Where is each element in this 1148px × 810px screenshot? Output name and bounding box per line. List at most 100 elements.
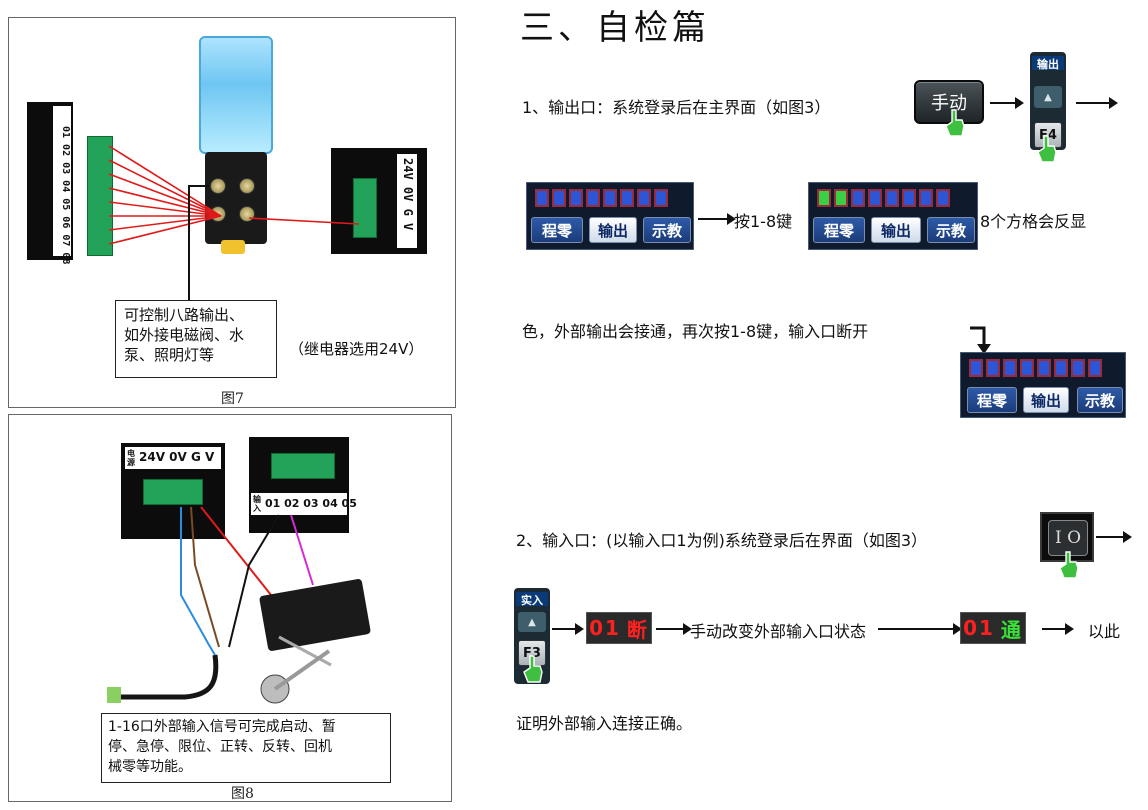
input-note-line-3: 械零等功能。 <box>108 759 192 775</box>
relay-screw-1 <box>210 178 226 194</box>
step1-text: 1、输出口：系统登录后在主界面（如图3） <box>522 98 831 117</box>
output-panel-final: 程零 输出 示教 <box>960 352 1126 418</box>
sensor-wiring <box>107 506 371 704</box>
pointer-hand-icon <box>945 109 965 137</box>
bend-arrow-icon <box>970 326 991 354</box>
step2-arrow-4 <box>878 623 962 635</box>
output-cell-2 <box>552 189 566 207</box>
figure-8-caption: 图8 <box>231 786 254 802</box>
relay-base <box>205 152 267 244</box>
tab-output[interactable]: 输出 <box>1023 387 1069 413</box>
section-heading: 三、自检篇 <box>520 8 710 48</box>
output-cells-lit <box>817 189 950 207</box>
input-status-off-number: 01 <box>589 616 621 640</box>
power-label-strip <box>397 154 417 248</box>
input-note-line-2: 停、急停、限位、正转、反转、回机 <box>108 739 332 755</box>
result-text: 8个方格会反显 <box>980 212 1087 231</box>
output-panel-after: 程零 输出 示教 <box>808 182 978 250</box>
signal-input-prefix: 输入 <box>253 495 261 513</box>
relay-release-tab <box>221 240 245 254</box>
step2-arrow-5 <box>1042 623 1074 635</box>
continue-text: 色，外部输出会接通，再次按1-8键，输入口断开 <box>522 322 869 341</box>
tab-teach[interactable]: 示教 <box>1077 387 1123 413</box>
output-cell-8 <box>1088 359 1102 377</box>
step2-text: 2、输入口：(以输入口1为例)系统登录后在界面（如图3） <box>516 531 928 550</box>
relay-voltage-note: （继电器选用24V） <box>289 340 424 358</box>
tab-output[interactable]: 输出 <box>871 217 921 243</box>
up-arrow-icon[interactable]: ▲ <box>518 612 546 632</box>
output-cells-final <box>969 359 1102 377</box>
output-cell-8 <box>936 189 950 207</box>
pointer-hand-icon <box>1059 551 1079 579</box>
tail-text: 以此 <box>1088 622 1121 641</box>
output-green-connector <box>87 136 113 256</box>
power-input-strip <box>125 447 221 469</box>
output-key-panel: 输出 ▲ F4 <box>1030 52 1066 150</box>
output-cell-2 <box>986 359 1000 377</box>
input-key-panel: 实入 ▲ F3 <box>514 588 550 684</box>
tab-teach[interactable]: 示教 <box>643 217 691 243</box>
step1-arrow-2 <box>1076 97 1118 109</box>
power-input-labels: 24V 0V G V <box>139 450 215 464</box>
signal-input-strip <box>251 493 347 515</box>
power-input-prefix: 电源 <box>127 449 135 467</box>
output-label-strip <box>53 106 71 256</box>
input-status-on-word: 通 <box>1000 617 1023 642</box>
pointer-hand-icon <box>523 655 543 683</box>
output-cell-7 <box>637 189 651 207</box>
output-cell-5 <box>885 189 899 207</box>
signal-input-labels: 01 02 03 04 05 <box>265 497 357 510</box>
up-arrow-icon[interactable]: ▲ <box>1034 86 1062 108</box>
output-cell-6 <box>902 189 916 207</box>
figure-8: 电源 24V 0V G V 输入 01 02 03 04 05 1-16口外部输… <box>8 414 452 802</box>
power-green-connector <box>353 178 377 238</box>
output-cell-2 <box>834 189 848 207</box>
output-note: 可控制八路输出、 如外接电磁阀、水 泵、照明灯等 <box>115 300 277 378</box>
output-cell-5 <box>603 189 617 207</box>
input-note: 1-16口外部输入信号可完成启动、暂 停、急停、限位、正转、反转、回机 械零等功… <box>101 713 391 783</box>
figure-7-caption: 图7 <box>221 391 244 407</box>
step2-arrow-1 <box>1096 531 1132 543</box>
input-key-header: 实入 <box>516 592 548 607</box>
tab-teach[interactable]: 示教 <box>927 217 975 243</box>
output-cell-4 <box>868 189 882 207</box>
step2-arrow-3 <box>656 623 692 635</box>
tab-zero[interactable]: 程零 <box>967 387 1017 413</box>
figure-7: 01 02 03 04 05 06 07 08 24V 0V G V 可控制八路… <box>8 17 456 408</box>
output-note-line-2: 如外接电磁阀、水 <box>124 326 245 344</box>
output-panel-before: 程零 输出 示教 <box>526 182 694 250</box>
tab-zero[interactable]: 程零 <box>531 217 583 243</box>
output-cell-7 <box>919 189 933 207</box>
output-cell-5 <box>1037 359 1051 377</box>
io-key[interactable]: I O <box>1048 520 1088 556</box>
tab-zero[interactable]: 程零 <box>813 217 865 243</box>
step1-arrow-1 <box>990 97 1024 109</box>
f3-key[interactable]: F3 <box>518 640 546 666</box>
change-state-text: 手动改变外部输入口状态 <box>690 622 867 641</box>
output-cell-4 <box>1020 359 1034 377</box>
signal-input-connector <box>271 453 335 479</box>
output-cell-6 <box>620 189 634 207</box>
relay-screw-2 <box>239 178 255 194</box>
output-cells <box>535 189 668 207</box>
output-cell-6 <box>1054 359 1068 377</box>
output-cell-8 <box>654 189 668 207</box>
relay-wiring <box>108 145 360 306</box>
tab-output[interactable]: 输出 <box>589 217 637 243</box>
output-cell-3 <box>1003 359 1017 377</box>
output-cell-3 <box>851 189 865 207</box>
output-cell-3 <box>569 189 583 207</box>
manual-button[interactable]: 手动 <box>914 80 984 124</box>
output-cell-1 <box>969 359 983 377</box>
output-cell-7 <box>1071 359 1085 377</box>
input-status-off: 01 断 <box>586 612 652 644</box>
power-input-connector <box>143 479 203 505</box>
step1-arrow-3 <box>698 213 736 225</box>
output-note-line-3: 泵、照明灯等 <box>124 346 215 364</box>
input-status-on-number: 01 <box>963 616 995 640</box>
step2-arrow-2 <box>552 623 584 635</box>
input-status-off-word: 断 <box>626 617 649 642</box>
output-cell-1 <box>817 189 831 207</box>
press-keys-text: 按1-8键 <box>734 212 793 231</box>
output-note-line-1: 可控制八路输出、 <box>124 306 245 324</box>
